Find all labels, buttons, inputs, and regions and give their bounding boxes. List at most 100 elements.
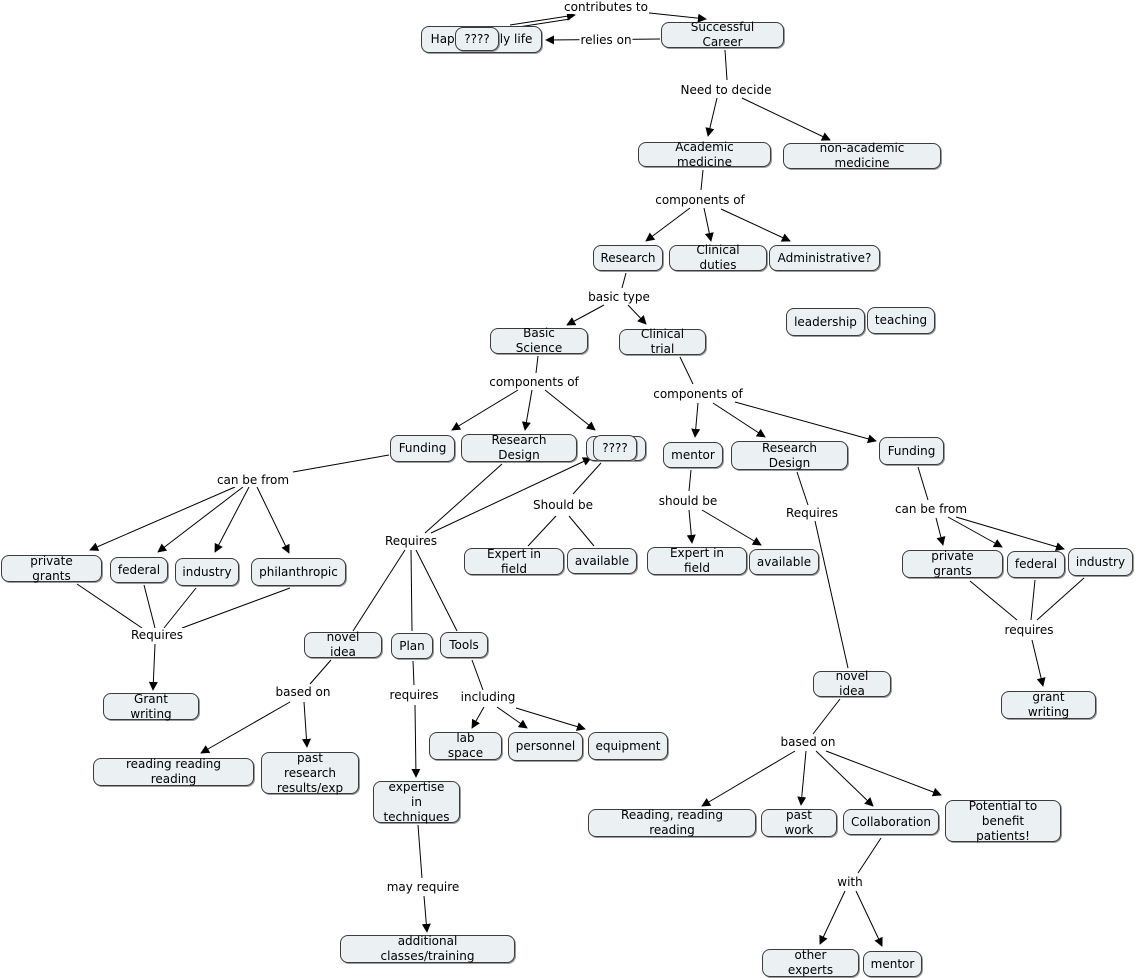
node-ct-mentor[interactable]: mentor (663, 442, 723, 468)
connector-arrow (705, 97, 718, 137)
connector-line (535, 355, 539, 374)
connector-line (814, 520, 849, 669)
node-bs-plan[interactable]: Plan (391, 633, 433, 659)
node-bs-past-research[interactable]: past research results/exp (261, 751, 359, 795)
connector-line (309, 659, 332, 685)
node-ct-expert-in-field[interactable]: Expert in field (647, 546, 747, 575)
connector-line (568, 515, 595, 547)
node-bs-additional-classes[interactable]: additional classes/training (340, 934, 515, 963)
connector-arrow (712, 402, 766, 438)
node-ct-potential[interactable]: Potential to benefit patients! (945, 799, 1061, 843)
node-bs-equipment[interactable]: equipment (588, 732, 668, 760)
node-bs-funding[interactable]: Funding (390, 435, 455, 462)
node-leadership[interactable]: leadership (786, 308, 865, 336)
node-unknown-top[interactable]: ???? (455, 27, 499, 51)
link-label-need-to-decide[interactable]: Need to decide (679, 83, 773, 97)
link-label-bs-based-on[interactable]: based on (274, 685, 332, 699)
node-bs-lab-space[interactable]: lab space (429, 731, 502, 760)
node-ct-research-design[interactable]: Research Design (731, 441, 848, 470)
link-label-bs-design-requires[interactable]: Requires (383, 534, 439, 548)
link-label-bs-can-be-from[interactable]: can be from (215, 473, 291, 487)
connector-line (917, 466, 929, 501)
node-academic-medicine[interactable]: Academic medicine (638, 140, 771, 169)
node-basic-science[interactable]: Basic Science (490, 326, 588, 355)
node-clinical-trial[interactable]: Clinical trial (619, 327, 706, 356)
link-label-ct-should-be[interactable]: should be (657, 494, 719, 508)
connector-line (410, 549, 413, 632)
link-label-bs-should-be[interactable]: Should be (532, 498, 594, 512)
connector-arrow (471, 706, 485, 729)
node-administrative[interactable]: Administrative? (769, 245, 880, 271)
node-non-academic-medicine[interactable]: non-academic medicine (783, 141, 941, 170)
connector-arrow (639, 11, 707, 23)
link-label-ct-requires-grant[interactable]: requires (1003, 623, 1055, 637)
link-label-am-components-of[interactable]: components of (654, 193, 746, 207)
connector-line (292, 454, 390, 473)
node-ct-collaboration[interactable]: Collaboration (843, 809, 939, 835)
connector-arrow (935, 517, 946, 546)
node-ct-novel-idea[interactable]: novel idea (813, 669, 891, 698)
node-ct-mentor-2[interactable]: mentor (863, 951, 922, 977)
node-bs-research-design[interactable]: Research Design (461, 433, 577, 462)
link-label-bs-may-require[interactable]: may require (385, 880, 461, 894)
link-label-ct-can-be-from[interactable]: can be from (893, 502, 969, 516)
node-ct-grant-writing[interactable]: grant writing (1001, 690, 1096, 719)
connector-arrow (645, 207, 691, 242)
node-bs-industry[interactable]: industry (175, 558, 239, 586)
connector-arrow (411, 704, 421, 778)
connector-arrow (947, 516, 1003, 548)
connector-arrow (515, 707, 586, 731)
connector-arrow (148, 643, 158, 691)
node-ct-industry[interactable]: industry (1068, 548, 1133, 576)
node-bs-expert-in-field[interactable]: Expert in field (464, 547, 564, 576)
node-ct-other-experts[interactable]: other experts (762, 948, 859, 977)
node-ct-reading[interactable]: Reading, reading reading (588, 808, 756, 837)
node-ct-funding[interactable]: Funding (879, 437, 944, 465)
link-label-bs-including[interactable]: including (459, 690, 517, 704)
link-label-ct-with[interactable]: with (836, 875, 864, 889)
link-label-basic-type[interactable]: basic type (587, 290, 651, 304)
connector-line (163, 587, 197, 629)
node-ct-private-grants[interactable]: private grants (902, 549, 1003, 578)
node-bs-philanthropic[interactable]: philanthropic (251, 558, 346, 586)
link-label-bs-plan-requires[interactable]: requires (388, 688, 440, 702)
node-clinical-duties[interactable]: Clinical duties (669, 243, 767, 272)
connector-line (724, 49, 728, 81)
connector-line (679, 356, 694, 385)
link-label-bs-components-of[interactable]: components of (488, 375, 580, 389)
node-bs-unknown[interactable]: ???? (593, 435, 637, 461)
link-label-ct-based-on[interactable]: based on (779, 735, 837, 749)
link-label-contributes-to[interactable]: contributes to (563, 0, 649, 14)
connector-line (76, 583, 143, 629)
connector-arrow (701, 509, 762, 546)
connector-line (1030, 579, 1036, 621)
connector-arrow (430, 457, 592, 534)
link-label-relies-on[interactable]: relies on (579, 33, 633, 47)
link-label-bs-requires-grant[interactable]: Requires (129, 628, 185, 642)
node-bs-expertise[interactable]: expertise in techniques (373, 780, 460, 824)
node-ct-past-work[interactable]: past work (761, 808, 837, 837)
connector-arrow (200, 701, 291, 754)
link-label-ct-components-of[interactable]: components of (652, 387, 744, 401)
node-teaching[interactable]: teaching (867, 307, 935, 334)
node-bs-personnel[interactable]: personnel (508, 732, 583, 761)
node-bs-grant-writing[interactable]: Grant writing (103, 692, 199, 721)
node-successful-career[interactable]: Successful Career (661, 20, 784, 49)
node-bs-private-grants[interactable]: private grants (1, 554, 102, 583)
connector-line (812, 698, 841, 735)
node-bs-federal[interactable]: federal (110, 557, 168, 583)
connector-line (415, 549, 458, 632)
connector-arrow (214, 486, 250, 553)
connector-arrow (521, 389, 533, 431)
node-bs-tools[interactable]: Tools (440, 632, 488, 658)
node-bs-reading[interactable]: reading reading reading (93, 757, 254, 786)
node-bs-novel-idea[interactable]: novel idea (304, 630, 382, 659)
connector-arrow (815, 750, 874, 807)
link-label-ct-design-requires[interactable]: Requires (784, 506, 840, 520)
connector-arrow (157, 486, 244, 553)
node-ct-available[interactable]: available (749, 549, 819, 575)
node-research[interactable]: Research (593, 245, 663, 271)
node-bs-available[interactable]: available (567, 548, 637, 574)
connector-arrow (686, 509, 696, 544)
node-ct-federal[interactable]: federal (1007, 551, 1065, 578)
